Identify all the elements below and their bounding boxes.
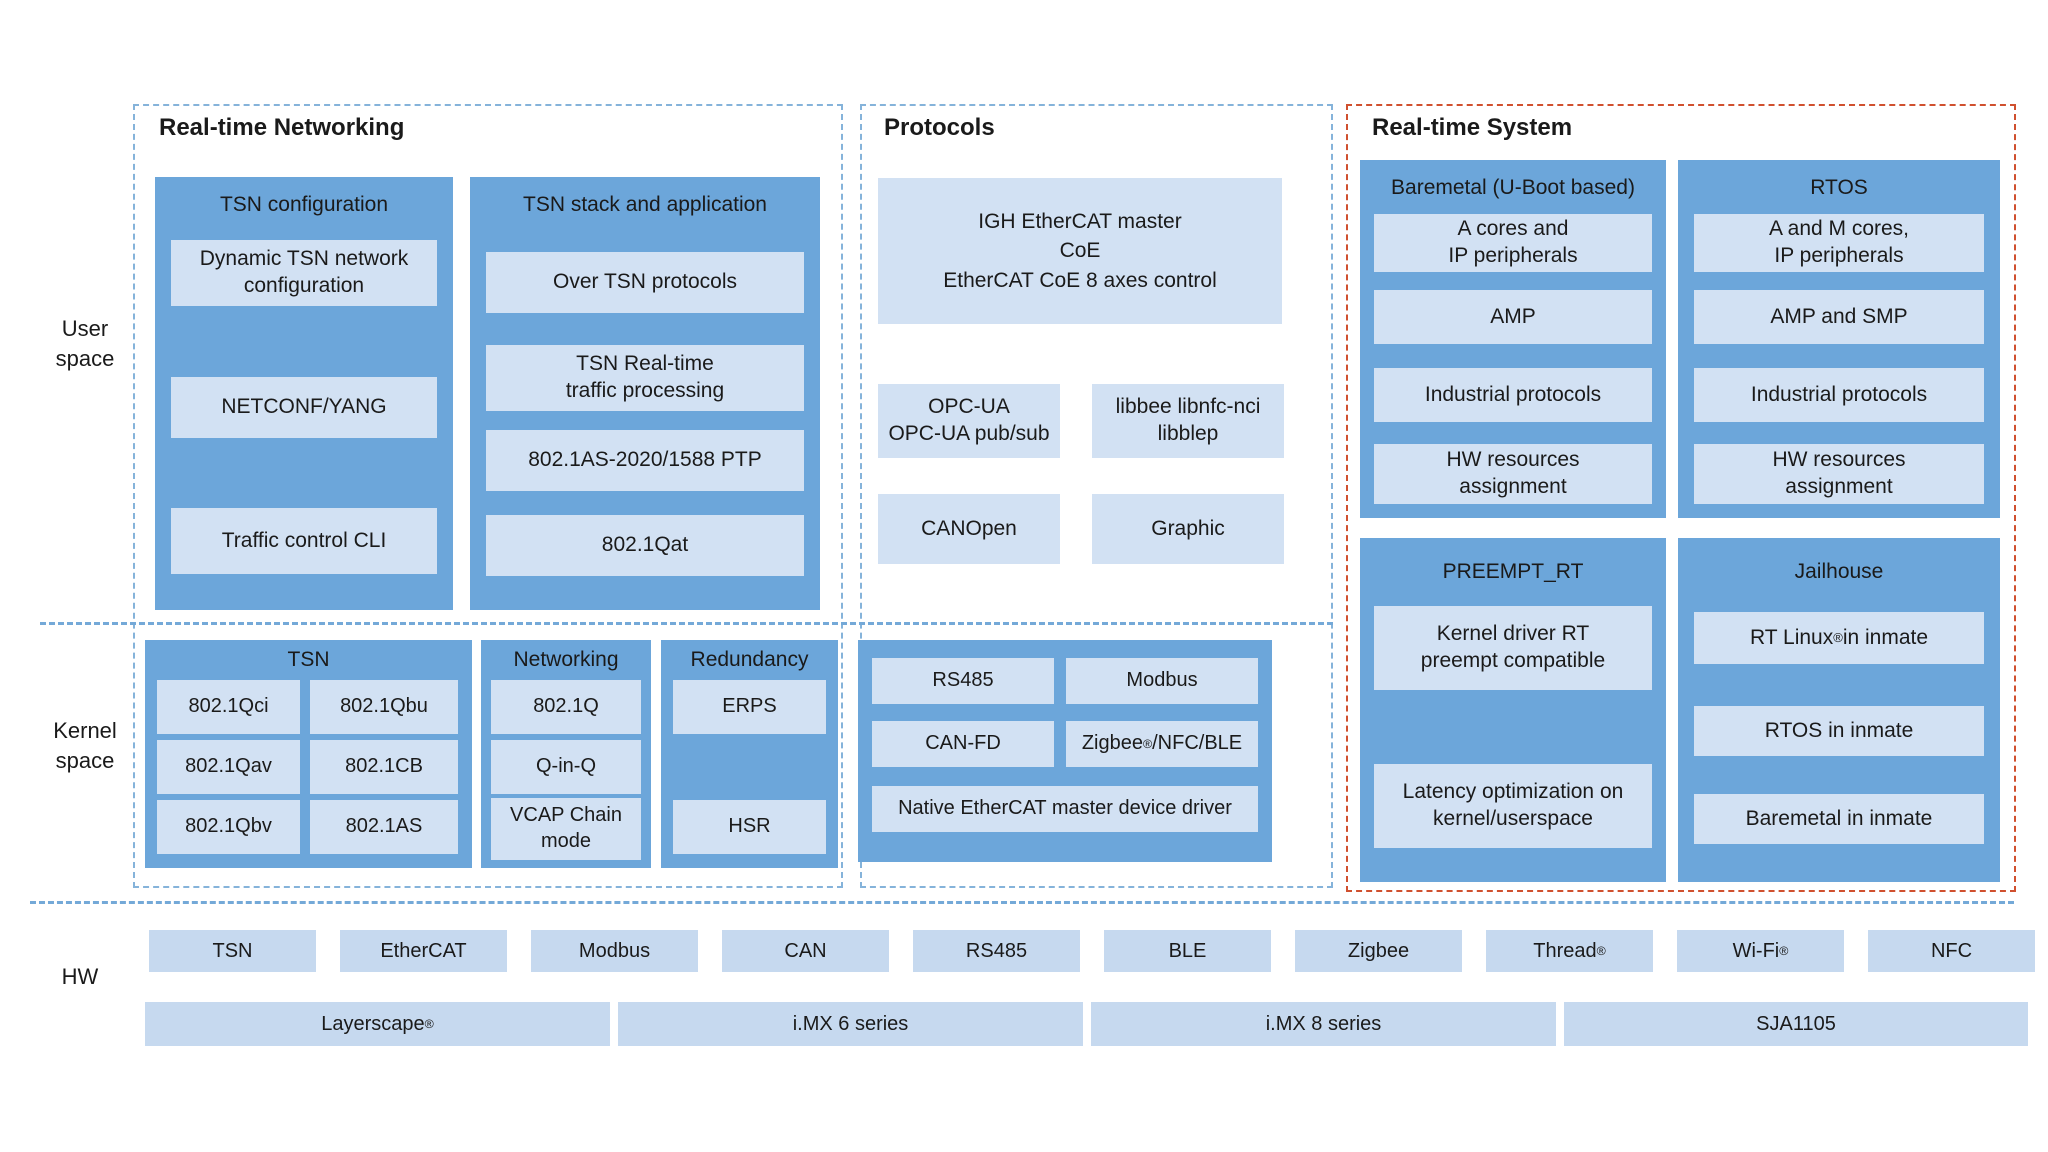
dot1q-block: 802.1Q <box>491 680 641 734</box>
qbu-block: 802.1Qbu <box>310 680 458 734</box>
user-kernel-divider-line <box>40 622 1333 625</box>
kernel-space-label: Kernel space <box>53 718 117 773</box>
realtime-networking-title: Real-time Networking <box>159 114 405 141</box>
qbv-block: 802.1Qbv <box>157 800 300 854</box>
realtime-system-section-border <box>1346 104 2016 892</box>
industrial-protocols-block: Industrial protocols <box>1694 368 1984 422</box>
igh-ethercat-master-block: IGH EtherCAT master CoE EtherCAT CoE 8 a… <box>878 178 1282 324</box>
canopen-block: CANOpen <box>878 494 1060 564</box>
modbus-block: Modbus <box>1066 658 1258 704</box>
baremetal-in-inmate-block: Baremetal in inmate <box>1694 794 1984 844</box>
kernel-tsn-header: TSN <box>287 648 330 671</box>
a-m-cores-ip-peripherals-block: A and M cores, IP peripherals <box>1694 214 1984 272</box>
protocols-section-border <box>860 104 1333 888</box>
latency-optimization-block: Latency optimization on kernel/userspace <box>1374 764 1652 848</box>
amp-block: AMP <box>1374 290 1652 344</box>
opc-ua-block: OPC-UA OPC-UA pub/sub <box>878 384 1060 458</box>
hsr-block: HSR <box>673 800 826 854</box>
cb-block: 802.1CB <box>310 740 458 794</box>
tsn-realtime-traffic-processing-block: TSN Real-time traffic processing <box>486 345 804 411</box>
kernel-networking-header: Networking <box>513 648 619 671</box>
kernel-redundancy-container: Redundancy ERPS HSR <box>661 640 838 868</box>
user-space-label: User space <box>55 316 115 371</box>
hw-chip: EtherCAT <box>340 930 507 972</box>
hw-resources-assignment-block: HW resources assignment <box>1694 444 1984 504</box>
netconf-yang-block: NETCONF/YANG <box>171 377 437 438</box>
protocols-title: Protocols <box>884 114 995 141</box>
hw-chip: RS485 <box>913 930 1080 972</box>
as-block: 802.1AS <box>310 800 458 854</box>
tsn-stack-application-container: TSN stack and application Over TSN proto… <box>470 177 820 610</box>
preempt-rt-header: PREEMPT_RT <box>1442 560 1584 583</box>
hw-resources-assignment-block: HW resources assignment <box>1374 444 1652 504</box>
can-fd-block: CAN-FD <box>872 721 1054 767</box>
baremetal-header: Baremetal (U-Boot based) <box>1391 176 1635 199</box>
hw-chip: NFC <box>1868 930 2035 972</box>
rs485-block: RS485 <box>872 658 1054 704</box>
hw-chip: Zigbee <box>1295 930 1462 972</box>
amp-smp-block: AMP and SMP <box>1694 290 1984 344</box>
ptp-block: 802.1AS-2020/1588 PTP <box>486 430 804 491</box>
hw-chip: TSN <box>149 930 316 972</box>
preempt-rt-container: PREEMPT_RT Kernel driver RT preempt comp… <box>1360 538 1666 882</box>
kernel-tsn-container: TSN 802.1Qci 802.1Qbu 802.1Qav 802.1CB 8… <box>145 640 472 868</box>
protocols-kernel-container: RS485 Modbus CAN-FD Zigbee®/NFC/BLE Nati… <box>858 640 1272 862</box>
over-tsn-protocols-block: Over TSN protocols <box>486 252 804 313</box>
rtos-header: RTOS <box>1810 176 1868 199</box>
baremetal-container: Baremetal (U-Boot based) A cores and IP … <box>1360 160 1666 518</box>
realtime-networking-section-border <box>133 104 843 888</box>
industrial-protocols-block: Industrial protocols <box>1374 368 1652 422</box>
traffic-control-cli-block: Traffic control CLI <box>171 508 437 574</box>
kernel-redundancy-header: Redundancy <box>690 648 809 671</box>
graphic-block: Graphic <box>1092 494 1284 564</box>
hw-soc-block: i.MX 6 series <box>618 1002 1083 1046</box>
hw-soc-block: i.MX 8 series <box>1091 1002 1556 1046</box>
hw-soc-block: SJA1105 <box>1564 1002 2028 1046</box>
tsn-configuration-container: TSN configuration Dynamic TSN network co… <box>155 177 453 610</box>
realtime-system-title: Real-time System <box>1372 114 1573 141</box>
kernel-networking-container: Networking 802.1Q Q-in-Q VCAP Chain mode <box>481 640 651 868</box>
erps-block: ERPS <box>673 680 826 734</box>
qci-block: 802.1Qci <box>157 680 300 734</box>
qat-block: 802.1Qat <box>486 515 804 576</box>
hw-label: HW <box>61 964 99 989</box>
rtos-container: RTOS A and M cores, IP peripherals AMP a… <box>1678 160 2000 518</box>
zigbee-nfc-ble-block: Zigbee®/NFC/BLE <box>1066 721 1258 767</box>
libbee-libnfc-block: libbee libnfc-nci libblep <box>1092 384 1284 458</box>
dynamic-tsn-network-configuration-block: Dynamic TSN network configuration <box>171 240 437 306</box>
jailhouse-header: Jailhouse <box>1794 560 1884 583</box>
hw-chip: Wi-Fi® <box>1677 930 1844 972</box>
native-ethercat-driver-block: Native EtherCAT master device driver <box>872 786 1258 832</box>
hw-chip: CAN <box>722 930 889 972</box>
hw-divider-line <box>30 901 2014 904</box>
hw-chip: BLE <box>1104 930 1271 972</box>
hw-chip: Thread® <box>1486 930 1653 972</box>
rt-linux-in-inmate-block: RT Linux® in inmate <box>1694 612 1984 664</box>
a-cores-ip-peripherals-block: A cores and IP peripherals <box>1374 214 1652 272</box>
tsn-stack-application-header: TSN stack and application <box>523 193 767 216</box>
kernel-driver-rt-preempt-block: Kernel driver RT preempt compatible <box>1374 606 1652 690</box>
qav-block: 802.1Qav <box>157 740 300 794</box>
rtos-in-inmate-block: RTOS in inmate <box>1694 706 1984 756</box>
hw-chip: Modbus <box>531 930 698 972</box>
hw-soc-block: Layerscape® <box>145 1002 610 1046</box>
q-in-q-block: Q-in-Q <box>491 740 641 794</box>
vcap-chain-mode-block: VCAP Chain mode <box>491 798 641 860</box>
jailhouse-container: Jailhouse RT Linux® in inmate RTOS in in… <box>1678 538 2000 882</box>
tsn-configuration-header: TSN configuration <box>219 193 389 216</box>
